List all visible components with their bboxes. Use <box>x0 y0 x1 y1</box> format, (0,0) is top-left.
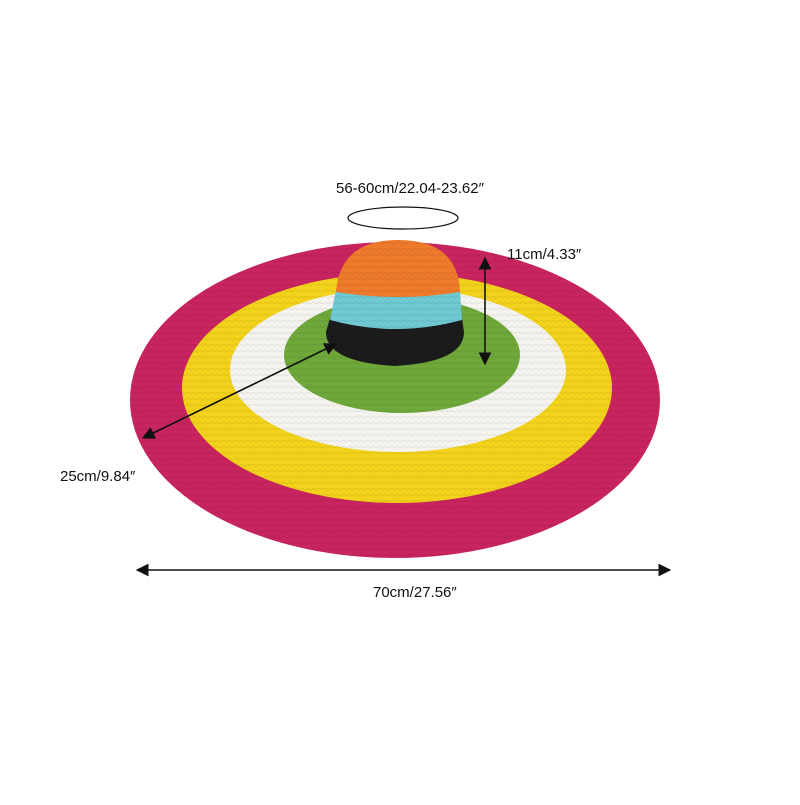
brim-arrow <box>141 343 338 439</box>
hat-crown <box>326 240 464 366</box>
crown-black-band <box>326 318 464 366</box>
circumference-label: 56-60cm/22.04-23.62″ <box>336 180 484 197</box>
circumference-indicator <box>347 206 459 230</box>
width-label: 70cm/27.56″ <box>373 584 457 601</box>
height-label: 11cm/4.33″ <box>507 246 582 263</box>
brim-label: 25cm/9.84″ <box>60 468 136 485</box>
